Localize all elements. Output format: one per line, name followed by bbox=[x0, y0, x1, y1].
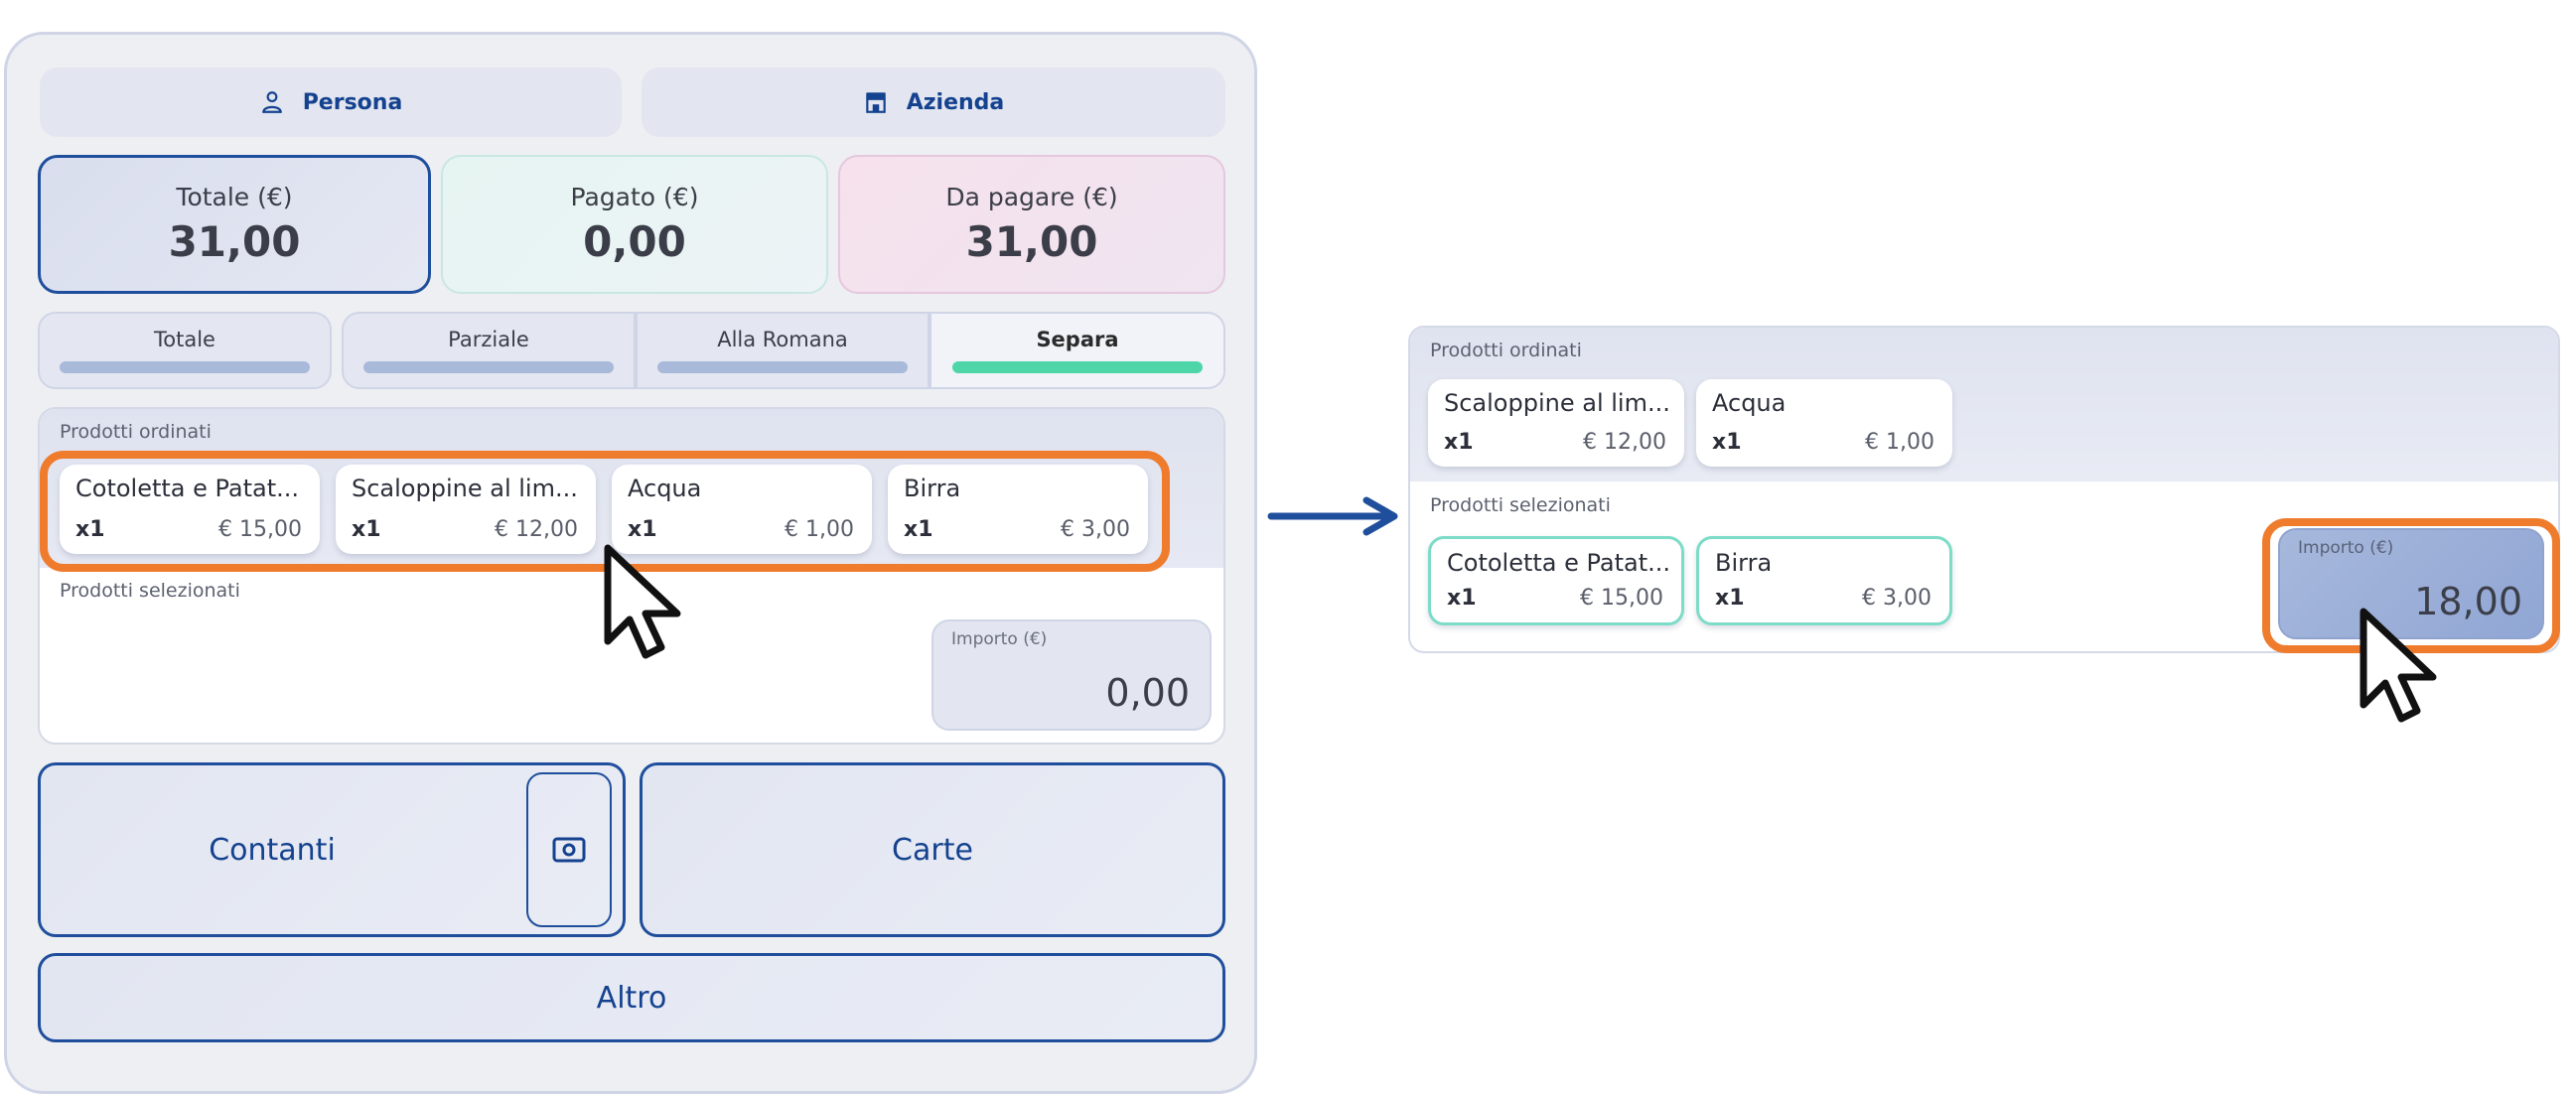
product-qty: x1 bbox=[352, 517, 381, 542]
person-icon bbox=[261, 91, 282, 113]
tab-separa[interactable]: Separa bbox=[930, 312, 1225, 389]
company-label: Azienda bbox=[906, 89, 1005, 115]
product-price: € 15,00 bbox=[1580, 586, 1663, 611]
product-card[interactable]: Cotoletta e Patat... x1 € 15,00 bbox=[60, 465, 320, 554]
selected-products-title: Prodotti selezionati bbox=[1430, 494, 1611, 516]
ordered-products-title: Prodotti ordinati bbox=[60, 421, 212, 443]
product-price: € 3,00 bbox=[1061, 517, 1130, 542]
tab-label: Separa bbox=[1036, 328, 1119, 351]
product-qty: x1 bbox=[1715, 586, 1745, 611]
person-label: Persona bbox=[302, 89, 403, 115]
product-qty: x1 bbox=[904, 517, 933, 542]
ordered-products-title: Prodotti ordinati bbox=[1430, 340, 1582, 361]
product-card[interactable]: Acqua x1 € 1,00 bbox=[612, 465, 872, 554]
product-card[interactable]: Birra x1 € 3,00 bbox=[888, 465, 1148, 554]
selected-product-card[interactable]: Birra x1 € 3,00 bbox=[1696, 536, 1952, 625]
cards-label: Carte bbox=[892, 832, 973, 868]
product-price: € 1,00 bbox=[1865, 430, 1934, 455]
mouse-cursor-icon bbox=[2360, 608, 2437, 723]
due-card: Da pagare (€) 31,00 bbox=[838, 155, 1225, 294]
due-label: Da pagare (€) bbox=[945, 183, 1118, 211]
split-result-panel: Prodotti ordinati Scaloppine al lim... x… bbox=[1408, 326, 2560, 653]
tab-label: Totale bbox=[154, 328, 215, 351]
amount-input[interactable]: Importo (€) 18,00 bbox=[2278, 528, 2544, 639]
product-card[interactable]: Scaloppine al lim... x1 € 12,00 bbox=[336, 465, 596, 554]
product-qty: x1 bbox=[1447, 586, 1477, 611]
product-price: € 15,00 bbox=[218, 517, 302, 542]
product-name: Birra bbox=[1715, 549, 1773, 577]
product-qty: x1 bbox=[1712, 430, 1742, 455]
store-icon bbox=[865, 92, 886, 113]
paid-card: Pagato (€) 0,00 bbox=[441, 155, 828, 294]
product-name: Scaloppine al lim... bbox=[352, 475, 578, 502]
company-button[interactable]: Azienda bbox=[642, 68, 1225, 137]
tab-alla-romana[interactable]: Alla Romana bbox=[636, 312, 930, 389]
tab-totale[interactable]: Totale bbox=[38, 312, 332, 389]
product-qty: x1 bbox=[1444, 430, 1474, 455]
other-label: Altro bbox=[596, 980, 667, 1016]
tab-label: Alla Romana bbox=[717, 328, 848, 351]
cash-icon bbox=[552, 837, 586, 863]
product-name: Acqua bbox=[1712, 389, 1787, 417]
split-mode-tabs: Totale Parziale Alla Romana Separa bbox=[38, 312, 1225, 389]
selected-products-title: Prodotti selezionati bbox=[60, 580, 240, 602]
product-price: € 3,00 bbox=[1862, 586, 1932, 611]
person-button[interactable]: Persona bbox=[40, 68, 622, 137]
amount-highlight bbox=[2262, 518, 2560, 653]
cards-button[interactable]: Carte bbox=[640, 762, 1225, 937]
total-label: Totale (€) bbox=[176, 183, 293, 211]
arrow-right-icon bbox=[1267, 496, 1398, 536]
cash-drawer-button[interactable] bbox=[526, 772, 612, 927]
total-card: Totale (€) 31,00 bbox=[38, 155, 431, 294]
due-value: 31,00 bbox=[965, 217, 1098, 266]
product-qty: x1 bbox=[75, 517, 105, 542]
amount-label: Importo (€) bbox=[951, 629, 1048, 649]
mouse-cursor-icon bbox=[604, 544, 681, 659]
tab-indicator bbox=[363, 361, 614, 373]
paid-value: 0,00 bbox=[583, 217, 686, 266]
product-name: Birra bbox=[904, 475, 961, 502]
cash-label: Contanti bbox=[209, 832, 336, 868]
product-card[interactable]: Scaloppine al lim... x1 € 12,00 bbox=[1428, 379, 1684, 467]
tab-label: Parziale bbox=[448, 328, 529, 351]
tab-parziale[interactable]: Parziale bbox=[342, 312, 636, 389]
amount-value: 0,00 bbox=[1105, 671, 1190, 715]
selected-product-card[interactable]: Cotoletta e Patat... x1 € 15,00 bbox=[1428, 536, 1684, 625]
product-name: Scaloppine al lim... bbox=[1444, 389, 1670, 417]
product-name: Acqua bbox=[628, 475, 702, 502]
tab-indicator bbox=[60, 361, 310, 373]
product-qty: x1 bbox=[628, 517, 657, 542]
other-button[interactable]: Altro bbox=[38, 953, 1225, 1042]
product-name: Cotoletta e Patat... bbox=[75, 475, 300, 502]
tab-indicator bbox=[657, 361, 908, 373]
amount-input[interactable]: Importo (€) 0,00 bbox=[931, 619, 1212, 731]
total-value: 31,00 bbox=[168, 217, 301, 266]
product-price: € 12,00 bbox=[495, 517, 578, 542]
tab-indicator bbox=[951, 361, 1204, 373]
product-card[interactable]: Acqua x1 € 1,00 bbox=[1696, 379, 1952, 467]
paid-label: Pagato (€) bbox=[570, 183, 699, 211]
product-price: € 12,00 bbox=[1583, 430, 1666, 455]
amount-label: Importo (€) bbox=[2298, 538, 2394, 558]
product-name: Cotoletta e Patat... bbox=[1447, 549, 1671, 577]
amount-value: 18,00 bbox=[2414, 580, 2522, 623]
product-price: € 1,00 bbox=[785, 517, 854, 542]
